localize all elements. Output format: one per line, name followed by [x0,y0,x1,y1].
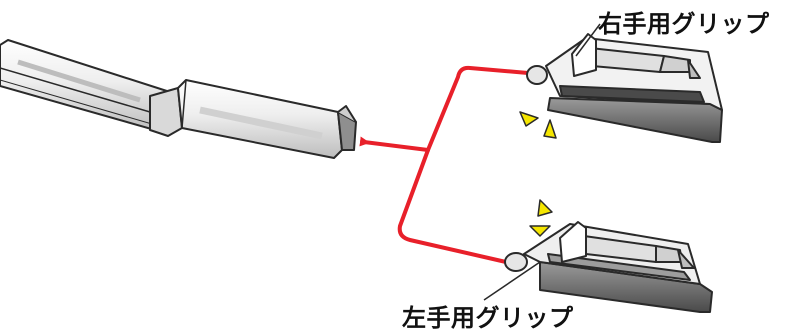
connector-from-right-grip [426,65,530,152]
click-marks-right-grip [519,111,557,139]
right-grip-illustration [526,33,723,143]
click-mark [519,111,539,127]
main-device [0,39,357,159]
click-mark [529,225,551,237]
left-grip-illustration [504,221,713,313]
leader-lines [483,23,601,301]
leader-line-right [575,23,601,57]
left-grip-label: 左手用グリップ [402,304,574,332]
leader-line-left [483,261,541,301]
click-mark [537,199,553,217]
connector-from-left-grip [397,148,508,264]
right-grip-label: 右手用グリップ [598,10,770,38]
click-mark [543,119,557,139]
device-barrel [0,39,171,133]
device-housing [177,79,343,159]
click-marks-left-grip [529,199,553,237]
connector-arrow [359,136,430,152]
connector-lines [359,65,530,264]
device-collar [149,87,183,137]
